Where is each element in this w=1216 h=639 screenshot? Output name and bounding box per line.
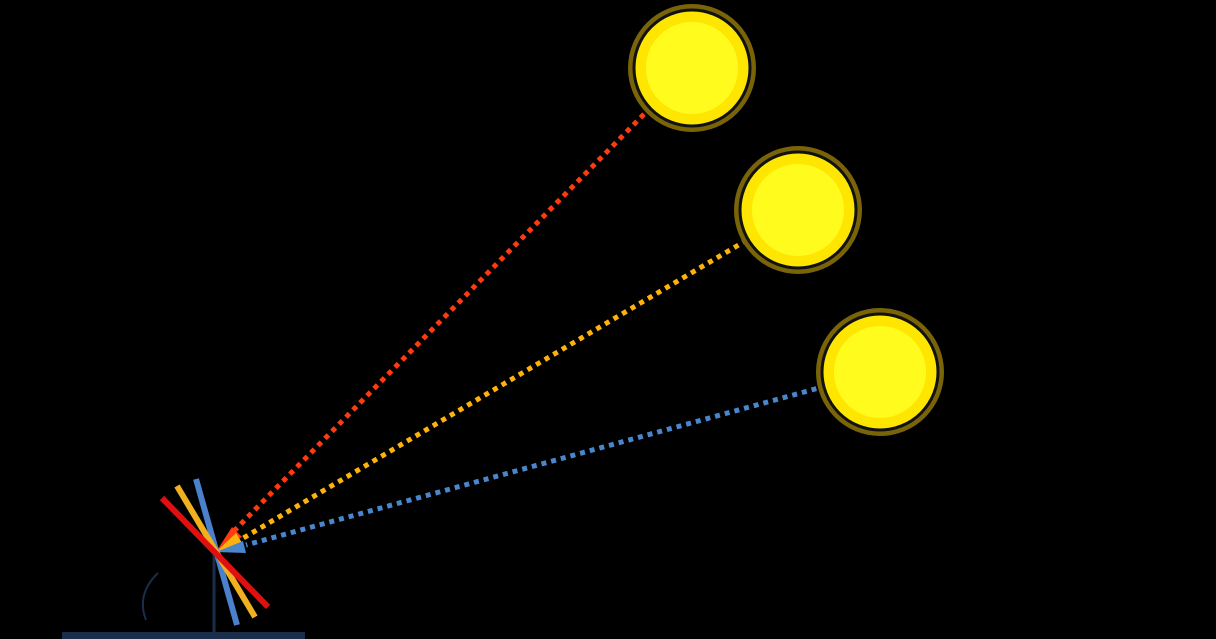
sun-high [628,4,756,132]
sun-mid-core [752,164,844,256]
sun-low-core [834,326,926,418]
rotation-arc [142,572,159,621]
sun-mid [734,146,862,274]
arrowhead-high [216,527,242,552]
arrowhead-low [216,541,246,553]
ray-arrowheads [216,527,246,553]
sun-rays [230,105,827,548]
sun-high-core [646,22,738,114]
mirror-position-high [159,495,271,610]
mirror-mount [62,552,305,639]
ray-low-sun [245,383,827,548]
mount-base [62,632,305,639]
heliostat-mirrors [159,478,271,626]
sun-low [816,308,944,436]
ray-mid-sun [238,237,749,543]
